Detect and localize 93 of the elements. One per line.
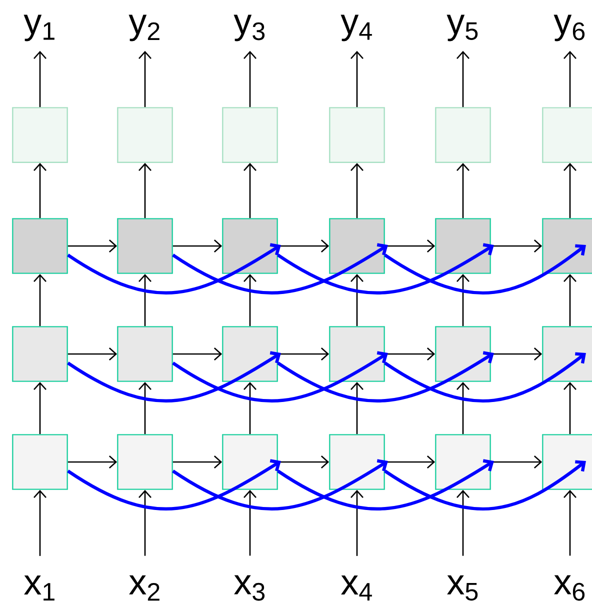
- hidden-state-box: [117, 326, 173, 382]
- arrow: [456, 162, 470, 218]
- skip-arrow: [67, 351, 281, 402]
- arrow: [172, 456, 222, 468]
- arrow: [68, 348, 118, 360]
- arrow: [564, 382, 576, 434]
- arrow: [34, 50, 46, 108]
- arrow: [456, 382, 470, 434]
- skip-arrow: [384, 244, 586, 294]
- arrow: [278, 240, 330, 252]
- arrow: [244, 274, 256, 326]
- arrow: [34, 274, 46, 326]
- input-label: x$_{6}$: [554, 575, 585, 601]
- skip-arrow: [384, 460, 586, 510]
- arrow: [244, 50, 256, 108]
- input-label: x$_{2}$: [129, 575, 160, 601]
- arrow: [564, 162, 576, 218]
- hidden-state-box: [222, 434, 278, 490]
- arrow: [68, 240, 118, 252]
- input-label: x$_{1}$: [24, 576, 54, 600]
- hidden-state-box: [329, 326, 385, 382]
- output-label: y$_{1}$: [24, 14, 54, 42]
- hidden-state-box: [329, 434, 385, 490]
- arrow: [244, 490, 256, 556]
- hidden-state-box: [435, 434, 491, 490]
- arrow: [564, 274, 576, 326]
- hidden-state-box: [222, 218, 278, 274]
- arrow: [350, 490, 364, 556]
- arrow: [490, 240, 542, 252]
- arrow: [456, 490, 470, 556]
- hidden-state-box: [435, 326, 491, 382]
- skip-arrow: [277, 459, 494, 510]
- skip-arrow: [277, 351, 494, 402]
- arrow: [172, 240, 222, 252]
- arrow: [34, 162, 46, 218]
- skip-arrow: [277, 243, 494, 294]
- hidden-state-box: [329, 218, 385, 274]
- arrow: [456, 274, 470, 326]
- arrow: [384, 348, 436, 360]
- input-label: x$_{5}$: [447, 575, 478, 601]
- output-label: y$_{4}$: [340, 14, 372, 42]
- input-label: x$_{3}$: [234, 575, 265, 601]
- arrow: [350, 50, 364, 108]
- arrow: [490, 456, 542, 468]
- output-label: y$_{6}$: [554, 14, 585, 42]
- arrow: [278, 348, 330, 360]
- skip-arrow: [172, 459, 388, 510]
- skip-arrow: [67, 459, 281, 510]
- arrow: [564, 490, 576, 556]
- arrow: [350, 274, 364, 326]
- arrow: [138, 382, 152, 434]
- output-box: [222, 107, 278, 163]
- skip-arrow: [67, 243, 281, 294]
- hidden-state-box: [542, 326, 592, 382]
- output-label: y$_{2}$: [128, 14, 160, 42]
- hidden-state-box: [12, 434, 68, 490]
- hidden-state-box: [222, 326, 278, 382]
- skip-arrow: [172, 351, 388, 402]
- arrow: [172, 348, 222, 360]
- skip-arrow: [384, 352, 586, 402]
- arrow: [34, 490, 46, 556]
- output-box: [329, 107, 385, 163]
- arrow: [490, 348, 542, 360]
- arrow: [456, 50, 470, 108]
- arrow: [138, 162, 152, 218]
- arrow: [384, 456, 436, 468]
- hidden-state-box: [12, 218, 68, 274]
- arrow: [350, 162, 364, 218]
- output-box: [117, 107, 173, 163]
- arrow: [350, 382, 364, 434]
- arrow: [138, 274, 152, 326]
- arrow: [278, 456, 330, 468]
- arrow: [564, 50, 576, 108]
- output-box: [435, 107, 491, 163]
- hidden-state-box: [542, 434, 592, 490]
- arrow: [68, 456, 118, 468]
- arrow: [244, 162, 256, 218]
- skip-arrow: [172, 243, 388, 294]
- arrow: [138, 490, 152, 556]
- output-label: y$_{3}$: [234, 14, 265, 42]
- output-box: [542, 107, 592, 163]
- arrow: [138, 50, 152, 108]
- hidden-state-box: [12, 326, 68, 382]
- hidden-state-box: [542, 218, 592, 274]
- hidden-state-box: [117, 434, 173, 490]
- arrow: [384, 240, 436, 252]
- hidden-state-box: [435, 218, 491, 274]
- arrow: [244, 382, 256, 434]
- input-label: x$_{4}$: [341, 576, 372, 600]
- output-box: [12, 107, 68, 163]
- hidden-state-box: [117, 218, 173, 274]
- arrow: [34, 382, 46, 434]
- output-label: y$_{5}$: [446, 14, 478, 42]
